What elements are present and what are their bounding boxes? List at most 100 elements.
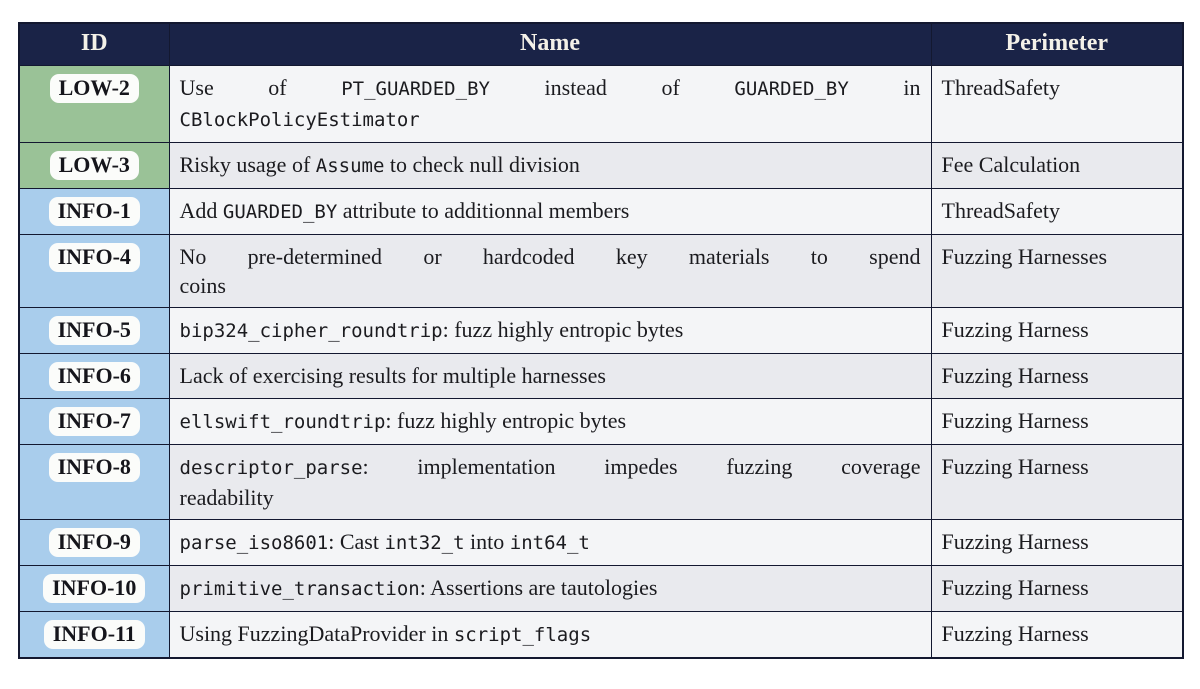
code-text: int32_t [384,532,465,554]
id-cell: INFO-6 [18,353,170,399]
plain-text: instead of [489,75,735,100]
name-cell: Add GUARDED_BY attribute to additionnal … [168,188,932,235]
id-cell: INFO-7 [18,398,170,445]
plain-text: in [848,75,921,100]
plain-text: Using FuzzingDataProvider in [179,621,454,646]
name-line: Risky usage of Assume to check null divi… [180,150,921,181]
perimeter-cell: Fuzzing Harnesses [930,234,1184,308]
perimeter-cell: Fuzzing Harness [930,611,1184,659]
severity-badge: INFO-9 [48,528,140,557]
code-text: bip324_cipher_roundtrip [179,320,443,342]
code-text: descriptor_parse [179,457,363,479]
perimeter-cell: Fuzzing Harness [930,444,1184,520]
severity-badge: INFO-11 [43,620,145,649]
code-text: primitive_transaction [179,578,420,600]
table-header: ID Name Perimeter [18,22,1184,66]
code-text: CBlockPolicyEstimator [179,109,420,131]
severity-badge: INFO-6 [48,362,140,391]
code-text: parse_iso8601 [179,532,329,554]
table-row: INFO-1 Add GUARDED_BY attribute to additi… [18,188,1184,235]
plain-text: Lack of exercising results for multiple … [179,363,606,388]
code-text: Assume [315,155,385,177]
plain-text: : Cast [328,529,385,554]
name-cell: Lack of exercising results for multiple … [168,353,932,399]
column-header-name: Name [168,22,932,66]
severity-badge: LOW-2 [49,74,139,103]
name-line: coins [180,271,921,300]
plain-text: to check null division [384,152,580,177]
name-cell: descriptor_parse: implementation impedes… [168,444,932,520]
name-line: parse_iso8601: Cast int32_t into int64_t [180,527,921,558]
perimeter-cell: Fuzzing Harness [930,398,1184,445]
plain-text: Risky usage of [179,152,316,177]
column-header-perimeter: Perimeter [930,22,1184,66]
table-row: INFO-7 ellswift_roundtrip: fuzz highly en… [18,398,1184,445]
name-cell: Risky usage of Assume to check null divi… [168,142,932,189]
findings-table: ID Name Perimeter LOW-2 Use of PT_GUARDED… [18,22,1184,659]
name-line: ellswift_roundtrip: fuzz highly entropic… [180,406,921,437]
perimeter-cell: Fuzzing Harness [930,519,1184,566]
plain-text: : fuzz highly entropic bytes [442,317,684,342]
name-line: Use of PT_GUARDED_BY instead of GUARDED_… [180,73,921,104]
table-body: LOW-2 Use of PT_GUARDED_BY instead of GUA… [18,65,1184,659]
name-cell: bip324_cipher_roundtrip: fuzz highly ent… [168,307,932,354]
name-cell: No pre-determined or hardcoded key mater… [168,234,932,308]
code-text: ellswift_roundtrip [179,411,386,433]
name-line: Add GUARDED_BY attribute to additionnal … [180,196,921,227]
plain-text: readability [179,485,274,510]
perimeter-cell: Fee Calculation [930,142,1184,189]
name-cell: primitive_transaction: Assertions are ta… [168,565,932,612]
perimeter-cell: ThreadSafety [930,188,1184,235]
name-line: Using FuzzingDataProvider in script_flag… [180,619,921,650]
plain-text: Add [179,198,223,223]
severity-badge: LOW-3 [49,151,139,180]
name-line: readability [180,483,921,512]
name-cell: Use of PT_GUARDED_BY instead of GUARDED_… [168,65,932,143]
table-row: INFO-11 Using FuzzingDataProvider in scri… [18,611,1184,659]
id-cell: INFO-10 [18,565,170,612]
perimeter-cell: Fuzzing Harness [930,353,1184,399]
id-cell: LOW-3 [18,142,170,189]
plain-text: coins [179,273,226,298]
code-text: int64_t [509,532,590,554]
name-cell: Using FuzzingDataProvider in script_flag… [168,611,932,659]
header-row: ID Name Perimeter [18,22,1184,66]
id-cell: INFO-8 [18,444,170,520]
name-line: primitive_transaction: Assertions are ta… [180,573,921,604]
table-row: INFO-5 bip324_cipher_roundtrip: fuzz high… [18,307,1184,354]
table-row: INFO-9 parse_iso8601: Cast int32_t into i… [18,519,1184,566]
id-cell: INFO-4 [18,234,170,308]
code-text: GUARDED_BY [734,78,849,100]
plain-text: into [464,529,510,554]
perimeter-cell: ThreadSafety [930,65,1184,143]
table-row: INFO-8 descriptor_parse: implementation i… [18,444,1184,520]
id-cell: INFO-9 [18,519,170,566]
perimeter-cell: Fuzzing Harness [930,307,1184,354]
plain-text: No pre-determined or hardcoded key mater… [179,244,921,269]
name-line: bip324_cipher_roundtrip: fuzz highly ent… [180,315,921,346]
perimeter-cell: Fuzzing Harness [930,565,1184,612]
name-cell: ellswift_roundtrip: fuzz highly entropic… [168,398,932,445]
plain-text: : fuzz highly entropic bytes [385,408,627,433]
name-line: descriptor_parse: implementation impedes… [180,452,921,483]
table-row: LOW-2 Use of PT_GUARDED_BY instead of GUA… [18,65,1184,143]
id-cell: INFO-5 [18,307,170,354]
name-cell: parse_iso8601: Cast int32_t into int64_t [168,519,932,566]
id-cell: LOW-2 [18,65,170,143]
name-line: No pre-determined or hardcoded key mater… [180,242,921,271]
plain-text: Use of [179,75,342,100]
name-line: Lack of exercising results for multiple … [180,361,921,390]
name-line: CBlockPolicyEstimator [180,104,921,135]
severity-badge: INFO-4 [48,243,140,272]
plain-text: : Assertions are tautologies [419,575,658,600]
id-cell: INFO-11 [18,611,170,659]
severity-badge: INFO-7 [48,407,140,436]
id-cell: INFO-1 [18,188,170,235]
code-text: PT_GUARDED_BY [341,78,490,100]
table-row: LOW-3 Risky usage of Assume to check null… [18,142,1184,189]
findings-table-container: ID Name Perimeter LOW-2 Use of PT_GUARDED… [18,22,1184,659]
code-text: script_flags [453,624,592,646]
table-row: INFO-6 Lack of exercising results for mul… [18,353,1184,399]
severity-badge: INFO-5 [48,316,140,345]
code-text: GUARDED_BY [222,201,338,223]
